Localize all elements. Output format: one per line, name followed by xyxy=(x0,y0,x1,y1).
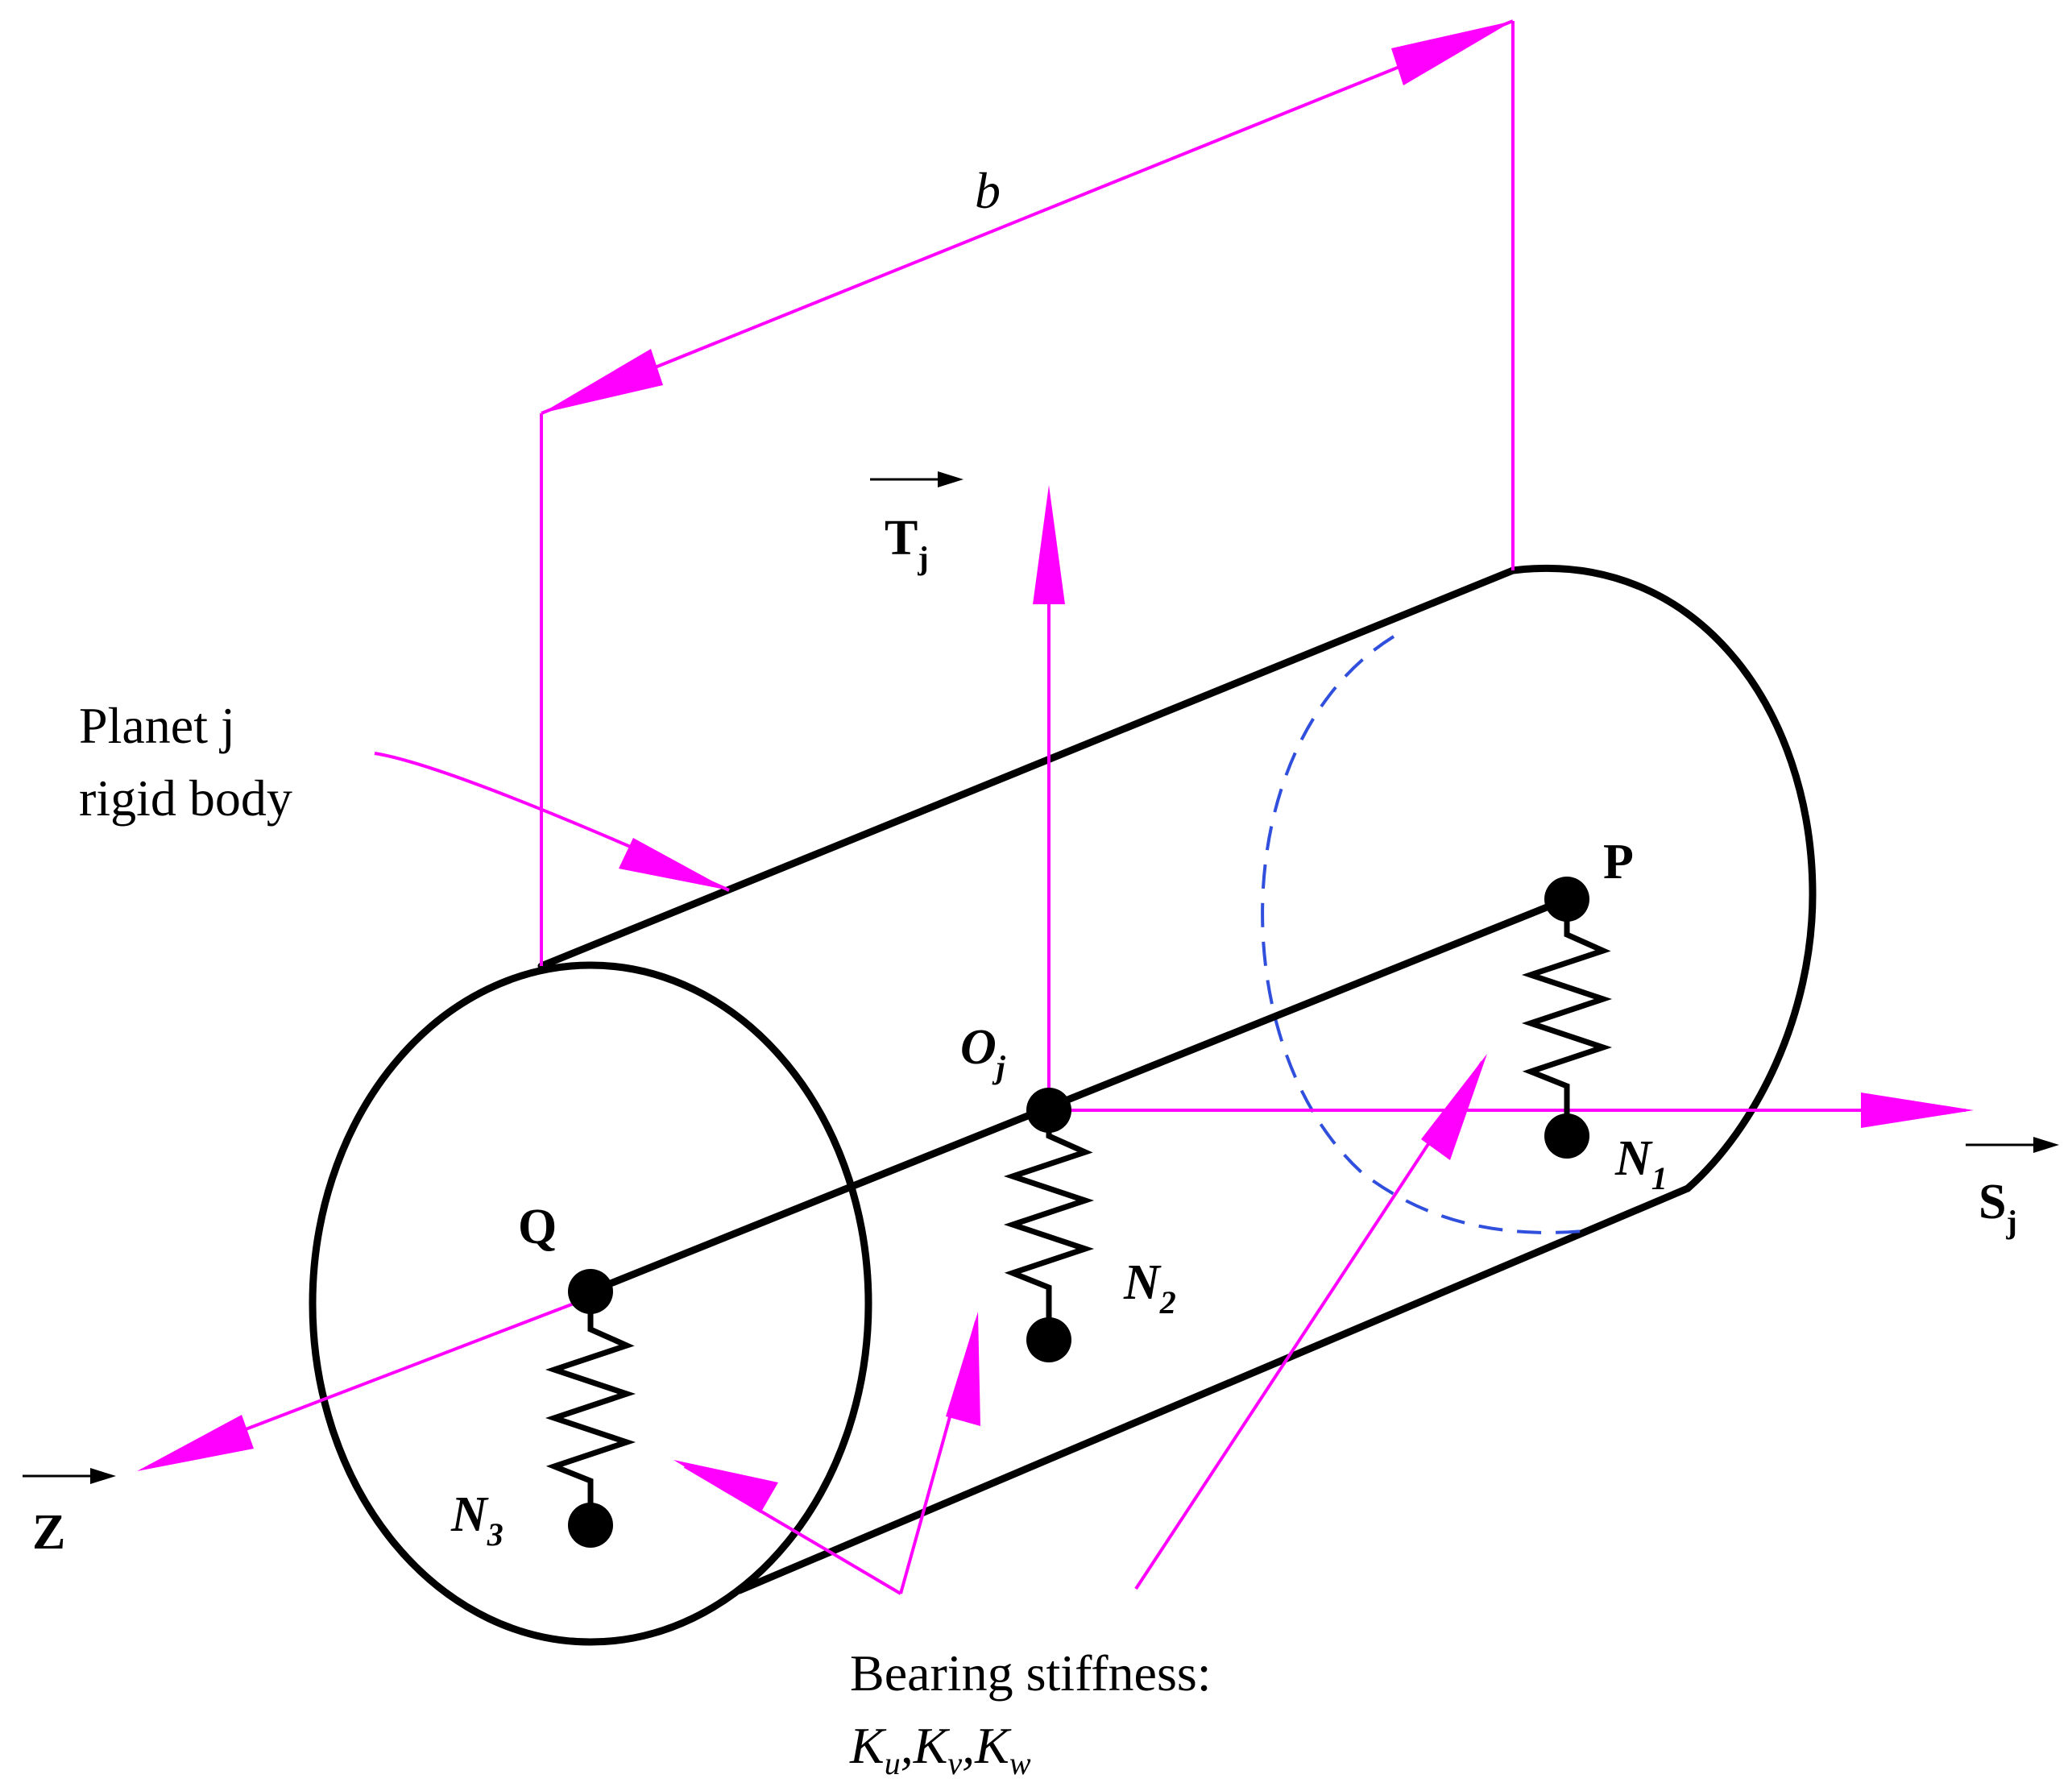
bearing-label-line1: Bearing stiffness: xyxy=(850,1644,1212,1702)
bearing-springs xyxy=(545,877,1613,1548)
label-point-p: P xyxy=(1603,835,1634,889)
label-b: b xyxy=(975,162,1001,219)
text-labels: b Tj Sj Z P Q Oj N1 N2 N3 Planet j rigid… xyxy=(32,162,2017,1781)
label-z-axis: Z xyxy=(32,1505,65,1560)
leader-arrows xyxy=(374,752,1487,1595)
cylinder-body xyxy=(309,564,1817,1646)
label-node-n3: N3 xyxy=(450,1487,503,1553)
node-n2-dot xyxy=(1026,1317,1071,1362)
label-t-axis: Tj xyxy=(885,511,929,576)
node-n1-dot xyxy=(1544,1113,1589,1159)
label-point-q: Q xyxy=(518,1200,557,1254)
bearing-label-line2: Ku,Kv,Kw xyxy=(849,1717,1031,1781)
point-o-dot xyxy=(1026,1088,1071,1133)
label-s-axis: Sj xyxy=(1979,1175,2017,1240)
point-p-dot xyxy=(1544,877,1589,922)
label-node-n2: N2 xyxy=(1123,1255,1176,1321)
spring-n3 xyxy=(545,1288,636,1526)
shaft-axis xyxy=(586,895,1571,1296)
point-q-dot xyxy=(568,1269,613,1314)
cylinder-hidden-edge xyxy=(1261,635,1584,1234)
cylinder-top-edge xyxy=(537,566,1517,970)
node-n3-dot xyxy=(568,1503,613,1548)
coordinate-axes xyxy=(137,485,1974,1471)
dimension-b xyxy=(540,19,1515,966)
label-node-n1: N1 xyxy=(1614,1131,1668,1196)
vector-overbars xyxy=(23,471,2059,1484)
spring-n2 xyxy=(1003,1107,1095,1341)
spring-n1 xyxy=(1521,896,1613,1139)
cylinder-back-face xyxy=(1509,564,1817,1192)
label-point-o: Oj xyxy=(960,1020,1006,1085)
planet-label-line2: rigid body xyxy=(79,769,292,827)
planet-label-line1: Planet j xyxy=(79,697,235,754)
cylinder-front-face xyxy=(309,961,872,1646)
cylinder-bottom-edge xyxy=(736,1184,1692,1594)
bearing-leader-p xyxy=(1134,1060,1484,1590)
